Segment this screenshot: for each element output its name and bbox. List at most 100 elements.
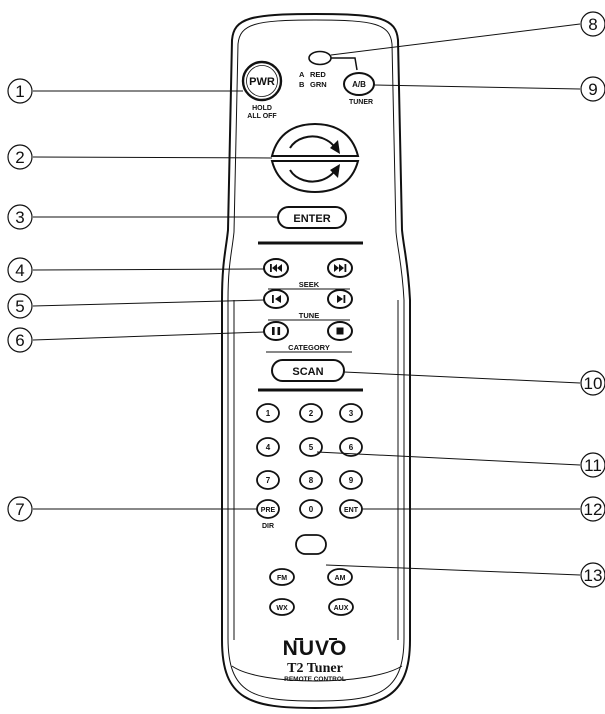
arrow-head-up-icon — [330, 140, 340, 154]
remote-inner-outline — [227, 19, 405, 702]
callout-1: 1 — [7, 78, 33, 104]
body-bottom-curve — [231, 665, 403, 682]
power-sublabel-all-off: ALL OFF — [247, 113, 277, 120]
callout-4: 4 — [7, 257, 33, 283]
category-label: CATEGORY — [288, 343, 330, 352]
source-button-fm[interactable]: FM — [269, 568, 295, 586]
seek-back-button[interactable] — [263, 258, 289, 278]
callout-number-8: 8 — [588, 15, 597, 34]
stop-icon — [336, 327, 344, 335]
callout-number-5: 5 — [15, 297, 24, 316]
keypad-button-4[interactable]: 4 — [256, 437, 280, 457]
scan-button[interactable]: SCAN — [271, 359, 345, 382]
category-pause-button[interactable] — [263, 321, 289, 341]
callout-7: 7 — [7, 496, 33, 522]
callout-9: 9 — [580, 76, 605, 102]
power-label: PWR — [249, 76, 275, 88]
source-button-wx[interactable]: WX — [269, 598, 295, 616]
callout-number-10: 10 — [584, 374, 603, 393]
tune-back-icon — [275, 295, 281, 303]
seek-label: SEEK — [299, 280, 320, 289]
keypad-label-7: 7 — [266, 476, 271, 485]
callout-number-2: 2 — [15, 148, 24, 167]
pre-dir-button[interactable]: PRE — [256, 499, 280, 519]
callout-number-12: 12 — [584, 500, 603, 519]
tune-forward-icon — [337, 295, 343, 303]
zero-label: 0 — [309, 505, 314, 514]
tune-back-button[interactable] — [263, 289, 289, 309]
keypad-label-3: 3 — [349, 409, 354, 418]
seek-forward-icon — [334, 264, 344, 272]
led-indicator — [308, 50, 332, 66]
callout-number-4: 4 — [15, 261, 24, 280]
keypad-button-9[interactable]: 9 — [339, 470, 363, 490]
ab-tuner-label: A/B — [352, 80, 366, 89]
power-button[interactable]: PWR — [241, 60, 283, 102]
pre-label: PRE — [261, 507, 276, 514]
ab-tuner-sublabel: TUNER — [349, 99, 373, 106]
callout-10: 10 — [580, 370, 605, 396]
callout-8: 8 — [580, 11, 605, 37]
keypad-label-9: 9 — [349, 476, 354, 485]
tune-label: TUNE — [299, 311, 319, 320]
dir-label: DIR — [262, 523, 274, 530]
led-label-a: A — [299, 70, 305, 79]
callout-3: 3 — [7, 204, 33, 230]
zero-button[interactable]: 0 — [299, 499, 323, 519]
seek-back-icon — [272, 264, 282, 272]
number-keypad: 1 2 3 4 5 6 7 8 9 — [256, 403, 363, 490]
callout-number-7: 7 — [15, 500, 24, 519]
category-stop-button[interactable] — [327, 321, 353, 341]
keypad-button-8[interactable]: 8 — [299, 470, 323, 490]
callout-lines — [32, 23, 581, 576]
keypad-button-5[interactable]: 5 — [299, 437, 323, 457]
keypad-label-8: 8 — [309, 476, 314, 485]
callout-11: 11 — [580, 452, 605, 478]
seek-forward-button[interactable] — [327, 258, 353, 278]
led-label-grn: GRN — [310, 80, 327, 89]
callout-number-11: 11 — [584, 456, 602, 475]
keypad-label-1: 1 — [266, 409, 271, 418]
enter-button[interactable]: ENTER — [277, 206, 347, 229]
callout-6: 6 — [7, 327, 33, 353]
brand-logo: NUVO — [283, 637, 348, 660]
arrow-head-down-icon — [330, 164, 340, 178]
source-label-fm: FM — [277, 575, 287, 582]
callout-2: 2 — [7, 144, 33, 170]
callout-number-3: 3 — [15, 208, 24, 227]
source-buttons: FM AM WX AUX — [269, 568, 354, 616]
ent-button[interactable]: ENT — [339, 499, 363, 519]
callout-number-1: 1 — [15, 82, 24, 101]
keypad-button-7[interactable]: 7 — [256, 470, 280, 490]
keypad-button-3[interactable]: 3 — [339, 403, 363, 423]
rocker-down-button[interactable] — [270, 160, 360, 194]
source-label-wx: WX — [276, 605, 288, 612]
keypad-button-1[interactable]: 1 — [256, 403, 280, 423]
model-name: T2 Tuner — [287, 661, 343, 676]
ab-tuner-button[interactable]: A/B — [343, 72, 375, 96]
tune-forward-button[interactable] — [327, 289, 353, 309]
keypad-label-5: 5 — [309, 443, 314, 452]
keypad-label-6: 6 — [349, 443, 354, 452]
ent-label: ENT — [344, 507, 359, 514]
keypad-button-6[interactable]: 6 — [339, 437, 363, 457]
keypad-label-4: 4 — [266, 443, 271, 452]
led-label-b: B — [299, 80, 305, 89]
led-label-red: RED — [310, 70, 326, 79]
rocker-up-button[interactable] — [270, 122, 360, 157]
blank-button[interactable] — [295, 534, 327, 555]
keypad-label-2: 2 — [309, 409, 314, 418]
scan-label: SCAN — [292, 366, 323, 378]
callout-13: 13 — [580, 562, 605, 588]
keypad-button-2[interactable]: 2 — [299, 403, 323, 423]
remote-control-subtitle: REMOTE CONTROL — [284, 676, 346, 683]
led-line — [331, 57, 358, 71]
source-button-am[interactable]: AM — [327, 568, 353, 586]
source-label-aux: AUX — [334, 605, 349, 612]
pause-icon — [272, 327, 275, 335]
source-button-aux[interactable]: AUX — [328, 598, 354, 616]
power-sublabel-hold: HOLD — [252, 105, 272, 112]
